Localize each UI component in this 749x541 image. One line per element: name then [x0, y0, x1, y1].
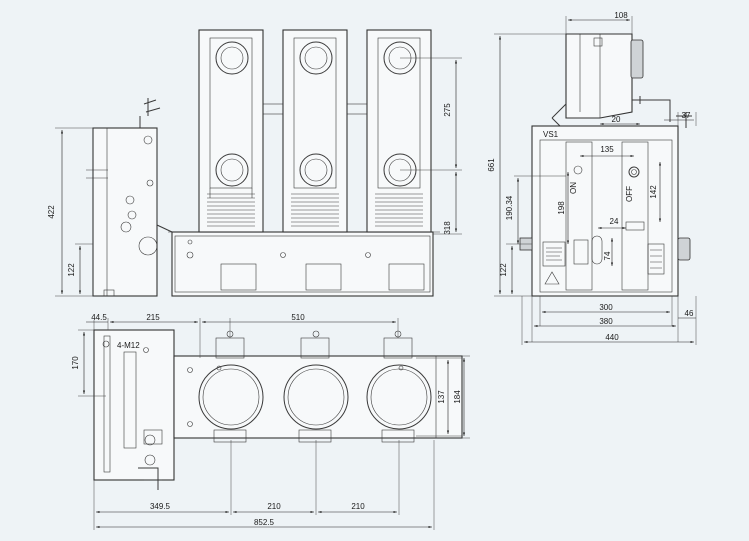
dim-300: 300 — [599, 303, 613, 312]
dim-24: 24 — [610, 217, 619, 226]
dim-122-side: 122 — [499, 263, 508, 277]
handle — [139, 98, 161, 128]
dim-210-a: 210 — [267, 502, 281, 511]
side-view: VS1 ON OFF 108 37 20 661 135 14 — [487, 11, 697, 345]
dim-184: 184 — [453, 390, 462, 404]
dim-422: 422 — [47, 205, 56, 219]
hole-label: 4-M12 — [117, 341, 140, 350]
dim-122: 122 — [67, 263, 76, 277]
dim-46: 46 — [685, 309, 694, 318]
dim-318: 318 — [443, 221, 452, 235]
dim-170: 170 — [71, 356, 80, 370]
dim-349-5: 349.5 — [150, 502, 171, 511]
top-frame — [173, 355, 463, 439]
on-button — [573, 165, 583, 175]
dim-190-34: 190.34 — [505, 195, 514, 220]
dim-142: 142 — [649, 185, 658, 199]
top-view: 4-M12 44. — [71, 313, 470, 530]
dim-380: 380 — [599, 317, 613, 326]
dim-20: 20 — [612, 115, 621, 124]
terminal-lower — [677, 237, 691, 261]
module-off — [621, 141, 649, 291]
dim-440: 440 — [605, 333, 619, 342]
bottle-3 — [366, 337, 432, 443]
slot — [591, 235, 603, 265]
dim-198: 198 — [557, 201, 566, 215]
front-view: 422 122 275 318 — [47, 29, 462, 297]
dim-215: 215 — [146, 313, 160, 322]
dim-137: 137 — [437, 390, 446, 404]
top-mechanism — [93, 329, 175, 481]
dim-135: 135 — [600, 145, 614, 154]
pole-top — [565, 33, 633, 119]
dim-108: 108 — [614, 11, 628, 20]
bolt-hole — [143, 135, 153, 145]
dim-852-5: 852.5 — [254, 518, 275, 527]
dim-44-5: 44.5 — [91, 313, 107, 322]
off-button — [628, 166, 640, 178]
bottle-2 — [283, 337, 349, 443]
switch-on-label: ON — [569, 182, 578, 194]
warning-triangle-icon — [544, 271, 560, 285]
side-panel — [531, 125, 679, 297]
terminal-upper — [630, 39, 644, 79]
dim-74: 74 — [603, 251, 612, 260]
pole-2 — [282, 29, 348, 233]
module-on — [565, 141, 593, 291]
dim-661: 661 — [487, 158, 496, 172]
pole-1 — [198, 29, 264, 233]
operating-shaft — [138, 236, 158, 256]
dim-37: 37 — [682, 111, 691, 120]
dim-275: 275 — [443, 103, 452, 117]
switch-off-label: OFF — [625, 186, 634, 202]
dim-210-b: 210 — [351, 502, 365, 511]
mechanism-housing — [92, 127, 158, 297]
pole-3 — [366, 29, 432, 233]
dim-510: 510 — [291, 313, 305, 322]
panel-label: VS1 — [543, 130, 559, 139]
pole-fins — [207, 193, 423, 227]
